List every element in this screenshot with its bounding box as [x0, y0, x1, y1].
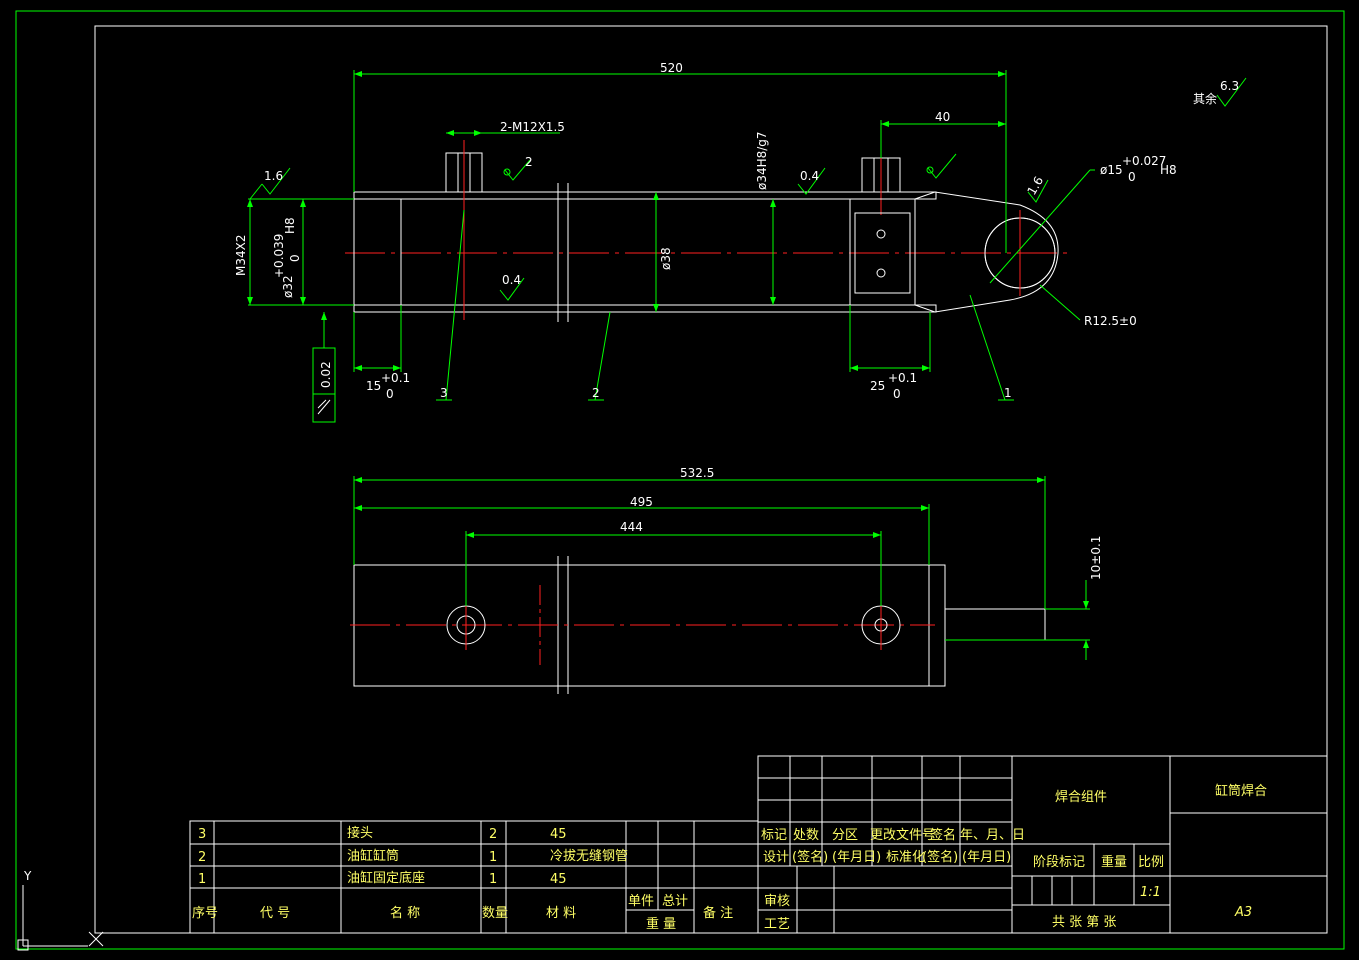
dim-depth-left: 15 [366, 379, 381, 393]
svg-text:0.4: 0.4 [800, 169, 819, 183]
tb-process: 工艺 [764, 917, 790, 932]
svg-text:6.3: 6.3 [1220, 79, 1239, 93]
tb-date1: (年月日) [832, 850, 881, 865]
tb-standard: 标准化 [886, 850, 925, 865]
dim-depth-right-tol-low: 0 [893, 387, 901, 401]
bom-hdr-weight: 重 量 [646, 916, 676, 932]
dim-outer-dia: ø38 [659, 247, 673, 270]
tb-rev-doc: 更改文件号 [870, 828, 935, 843]
dim-bore-fit: ø34H8/g7 [755, 131, 769, 190]
bom-row-1-qty: 1 [489, 872, 497, 887]
dim-5325: 532.5 [680, 466, 714, 480]
bom-hdr-unit: 单件 [628, 894, 654, 909]
balloon-1: 1 [1004, 386, 1012, 400]
bom-hdr-name: 名 称 [390, 905, 420, 921]
bom-row-3-no: 3 [198, 827, 206, 842]
ucs-icon: Y [17, 869, 104, 951]
tb-sign1: (签名) [792, 849, 828, 865]
dim-depth-left-tol-low: 0 [386, 387, 394, 401]
svg-text:0.4: 0.4 [502, 273, 521, 287]
roughness-6 [926, 153, 957, 179]
bom-row-3-qty: 2 [489, 827, 497, 842]
roughness-4: 0.4 [797, 167, 826, 195]
balloon-2: 2 [592, 386, 600, 400]
dim-thread-holes: 2-M12X1.5 [500, 120, 565, 134]
bom-hdr-code: 代 号 [260, 906, 290, 921]
dim-depth-left-tol-up: +0.1 [381, 371, 410, 385]
tb-drawing-name: 缸筒焊合 [1215, 783, 1267, 799]
bom-row-1-name: 油缸固定底座 [347, 870, 425, 886]
bom-row-3-material: 45 [550, 827, 567, 842]
tb-stage: 阶段标记 [1033, 855, 1085, 870]
dim-depth-right: 25 [870, 379, 885, 393]
svg-text:其余: 其余 [1193, 91, 1217, 106]
tb-date2: (年月日) [962, 850, 1011, 865]
dim-pin-fit: H8 [1160, 163, 1177, 177]
ucs-y-label: Y [23, 869, 32, 883]
tb-size: A3 [1234, 905, 1252, 920]
dim-444: 444 [620, 520, 643, 534]
roughness-3: 0.4 [499, 273, 525, 301]
bom-row-3-name: 接头 [347, 825, 373, 841]
svg-text:1.6: 1.6 [264, 169, 283, 183]
roughness-rest: 其余 6.3 [1193, 77, 1247, 107]
section-view: 520 40 2-M12X1.5 ø34H8/g7 ø38 ø15 +0.027… [234, 61, 1177, 423]
bom-row-2-name: 油缸缸筒 [347, 848, 399, 864]
tb-part-name: 焊合组件 [1055, 789, 1107, 805]
roughness-5: 1.6 [1024, 174, 1049, 203]
tb-review: 审核 [764, 894, 790, 909]
dim-pin-tol-low: 0 [1128, 170, 1136, 184]
dim-495: 495 [630, 495, 653, 509]
dim-pin-tol-up: +0.027 [1122, 154, 1166, 168]
bom-hdr-total: 总计 [662, 894, 688, 909]
bom-hdr-note: 备 注 [703, 905, 733, 921]
dim-depth-right-tol-up: +0.1 [888, 371, 917, 385]
tb-rev-mark: 标记 [761, 828, 787, 843]
bom-row-2-qty: 1 [489, 850, 497, 865]
outer-border [15, 10, 1345, 950]
bom-hdr-no: 序号 [192, 906, 218, 921]
tb-rev-date: 年、月、日 [960, 828, 1025, 843]
runout-value: 0.02 [319, 361, 333, 388]
tb-sign2: (签名) [922, 849, 958, 865]
dim-pin-hole: ø15 [1100, 163, 1123, 177]
roughness-2: 2 [503, 155, 533, 181]
dim-520: 520 [660, 61, 683, 75]
dim-thread-end: M34X2 [234, 235, 248, 276]
bom-hdr-qty: 数量 [482, 906, 508, 921]
tb-rev-count: 处数 [793, 828, 819, 843]
bom-row-2-no: 2 [198, 850, 206, 865]
dim-inner-fit: H8 [283, 217, 297, 234]
svg-text:2: 2 [525, 155, 533, 169]
dim-inner-tol-up: +0.039 [272, 234, 286, 278]
plan-view: 532.5 495 444 10±0.1 [350, 466, 1103, 694]
svg-text:1.6: 1.6 [1024, 174, 1046, 198]
dim-inner-tol-low: 0 [288, 254, 302, 262]
roughness-1: 1.6 [249, 167, 291, 200]
balloon-3: 3 [440, 386, 448, 400]
bom-table: 3 接头 2 45 2 油缸缸筒 1 冷拔无缝钢管 1 油缸固定底座 1 45 … [189, 820, 759, 934]
bom-row-1-no: 1 [198, 872, 206, 887]
tb-design: 设计 [763, 850, 789, 865]
dim-40: 40 [935, 110, 950, 124]
dim-offset: 10±0.1 [1089, 536, 1103, 580]
tb-rev-zone: 分区 [832, 828, 858, 843]
tb-weight: 重量 [1101, 854, 1127, 870]
bom-hdr-material: 材 料 [546, 906, 576, 921]
tb-rev-sign: 签名 [930, 827, 956, 843]
tb-scale: 比例 [1138, 855, 1164, 870]
bom-row-2-material: 冷拔无缝钢管 [550, 849, 628, 864]
title-block: 标记 处数 分区 更改文件号 签名 年、月、日 设计 (签名) (年月日) 标准… [757, 755, 1328, 934]
bom-row-1-material: 45 [550, 872, 567, 887]
tb-sheets: 共 张 第 张 [1052, 915, 1116, 930]
dim-radius: R12.5±0 [1084, 314, 1137, 328]
dim-inner-dia: ø32 [281, 275, 295, 298]
tb-scale-value: 1:1 [1140, 885, 1161, 900]
